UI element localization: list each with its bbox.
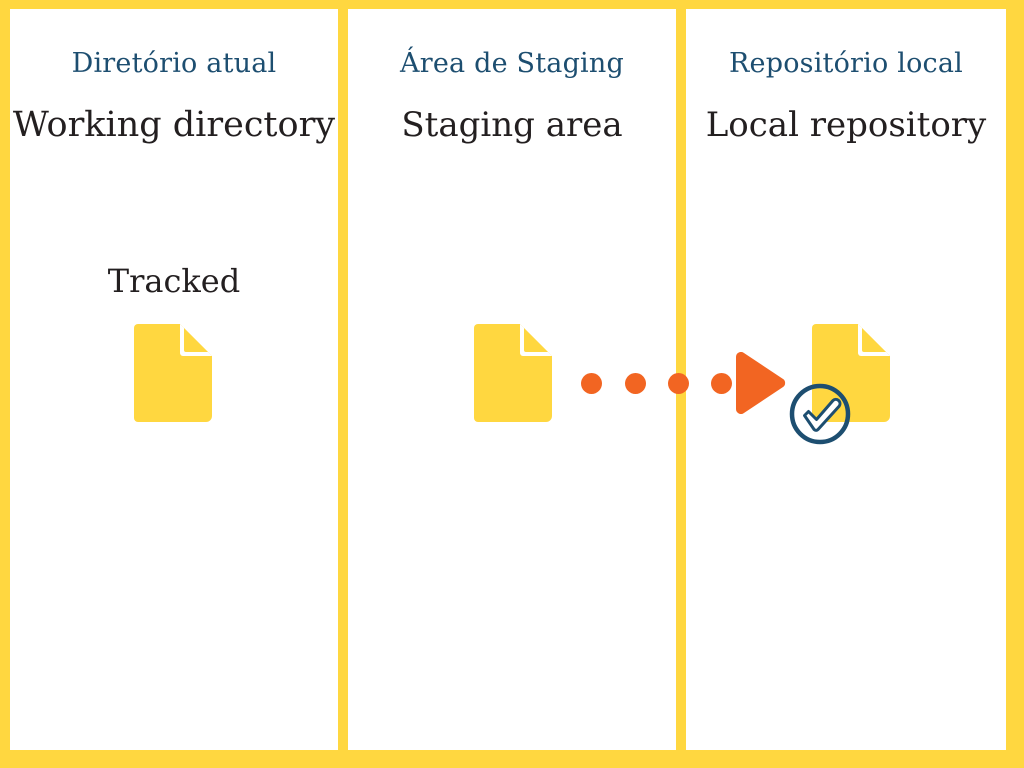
dot-icon bbox=[625, 373, 646, 394]
panel-working-directory: Diretório atual Working directory Tracke… bbox=[10, 9, 338, 750]
dot-icon bbox=[581, 373, 602, 394]
panel-subtitle-working-directory: Diretório atual bbox=[71, 48, 277, 79]
panel-local-repository: Repositório local Local repository bbox=[686, 9, 1006, 750]
panel-divider-1 bbox=[338, 0, 348, 750]
dot-icon bbox=[668, 373, 689, 394]
file-document-icon bbox=[134, 324, 212, 422]
panel-staging-area: Área de Staging Staging area bbox=[348, 9, 676, 750]
dot-icon bbox=[711, 373, 732, 394]
file-document-icon bbox=[812, 324, 890, 422]
check-circle-icon bbox=[788, 382, 852, 446]
panel-title-local-repository: Local repository bbox=[705, 105, 987, 145]
play-triangle-arrow-icon bbox=[730, 352, 786, 414]
tracked-status-label: Tracked bbox=[107, 262, 241, 300]
panel-subtitle-local-repository: Repositório local bbox=[729, 48, 963, 79]
panel-title-working-directory: Working directory bbox=[12, 105, 336, 145]
file-document-icon bbox=[474, 324, 552, 422]
panel-title-staging-area: Staging area bbox=[401, 105, 623, 145]
panel-subtitle-staging-area: Área de Staging bbox=[400, 48, 624, 79]
